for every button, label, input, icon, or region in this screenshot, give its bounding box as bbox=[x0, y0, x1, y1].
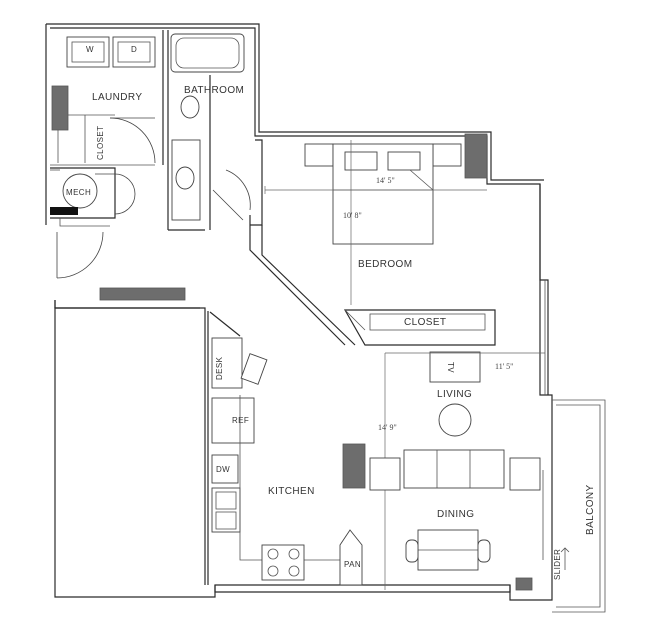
mech-panel bbox=[50, 207, 78, 215]
sofa bbox=[403, 449, 505, 489]
desk-chair bbox=[240, 353, 268, 385]
kitchen-label: KITCHEN bbox=[268, 486, 315, 497]
pantry bbox=[339, 529, 363, 586]
side-table-right bbox=[509, 457, 541, 491]
bedroom: 14' 5" 10' 8" BEDROOM CLOSET bbox=[264, 133, 496, 346]
bedroom-dresser bbox=[464, 133, 488, 179]
toilet bbox=[180, 95, 200, 119]
ref-label: REF bbox=[232, 416, 249, 425]
living-cabinet bbox=[342, 443, 366, 489]
balcony-label: BALCONY bbox=[585, 484, 596, 535]
tv-stand bbox=[429, 351, 481, 383]
dishwasher bbox=[211, 454, 239, 484]
dining-label: DINING bbox=[437, 509, 474, 520]
bathroom: BATHROOM bbox=[170, 33, 251, 221]
washer-label: W bbox=[86, 45, 94, 54]
living-label: LIVING bbox=[437, 389, 472, 400]
pan-label: PAN bbox=[344, 560, 361, 569]
water-heater bbox=[51, 85, 69, 131]
dw-label: DW bbox=[216, 465, 230, 474]
living-width-dim: 11' 5" bbox=[495, 362, 513, 371]
tv-label: TV bbox=[446, 362, 455, 373]
sink bbox=[175, 166, 195, 190]
bedroom-width-dim: 14' 5" bbox=[376, 176, 395, 185]
coffee-table bbox=[438, 403, 472, 437]
bathroom-label: BATHROOM bbox=[184, 85, 244, 96]
desk bbox=[211, 337, 243, 389]
dining-chair-right bbox=[477, 539, 491, 563]
balcony: BALCONY SLIDER bbox=[553, 484, 596, 580]
refrigerator bbox=[211, 397, 255, 444]
kitchen-sink bbox=[211, 487, 241, 533]
bedroom-depth-dim: 10' 8" bbox=[343, 211, 362, 220]
corner-column bbox=[515, 577, 533, 591]
desk-label: DESK bbox=[215, 356, 224, 380]
bathtub bbox=[170, 33, 245, 73]
dining-area: DINING bbox=[405, 509, 533, 591]
laundry-label: LAUNDRY bbox=[92, 92, 142, 103]
entry-bench bbox=[99, 287, 186, 301]
closet-bedroom-label: CLOSET bbox=[404, 317, 446, 328]
dining-chair-left bbox=[405, 539, 419, 563]
walls bbox=[45, 23, 606, 613]
mech-unit bbox=[62, 173, 98, 209]
side-table-left bbox=[369, 457, 401, 491]
dryer-label: D bbox=[131, 45, 137, 54]
living-depth-dim: 14' 9" bbox=[378, 423, 397, 432]
laundry-room: W D LAUNDRY CLOSET bbox=[51, 36, 156, 164]
nightstand-left bbox=[304, 143, 334, 167]
living-room: TV 11' 5" 14' 9" LIVING bbox=[342, 280, 546, 590]
closet-small-label: CLOSET bbox=[96, 126, 105, 160]
bedroom-label: BEDROOM bbox=[358, 259, 412, 270]
pillow-left bbox=[344, 151, 378, 171]
mech-label: MECH bbox=[66, 188, 91, 197]
slider-label: SLIDER bbox=[553, 549, 562, 580]
pillow-right bbox=[387, 151, 421, 171]
nightstand-right bbox=[432, 143, 462, 167]
kitchen: DESK REF DW KITCHEN PAN bbox=[99, 287, 363, 586]
mech-room: MECH bbox=[50, 173, 136, 279]
